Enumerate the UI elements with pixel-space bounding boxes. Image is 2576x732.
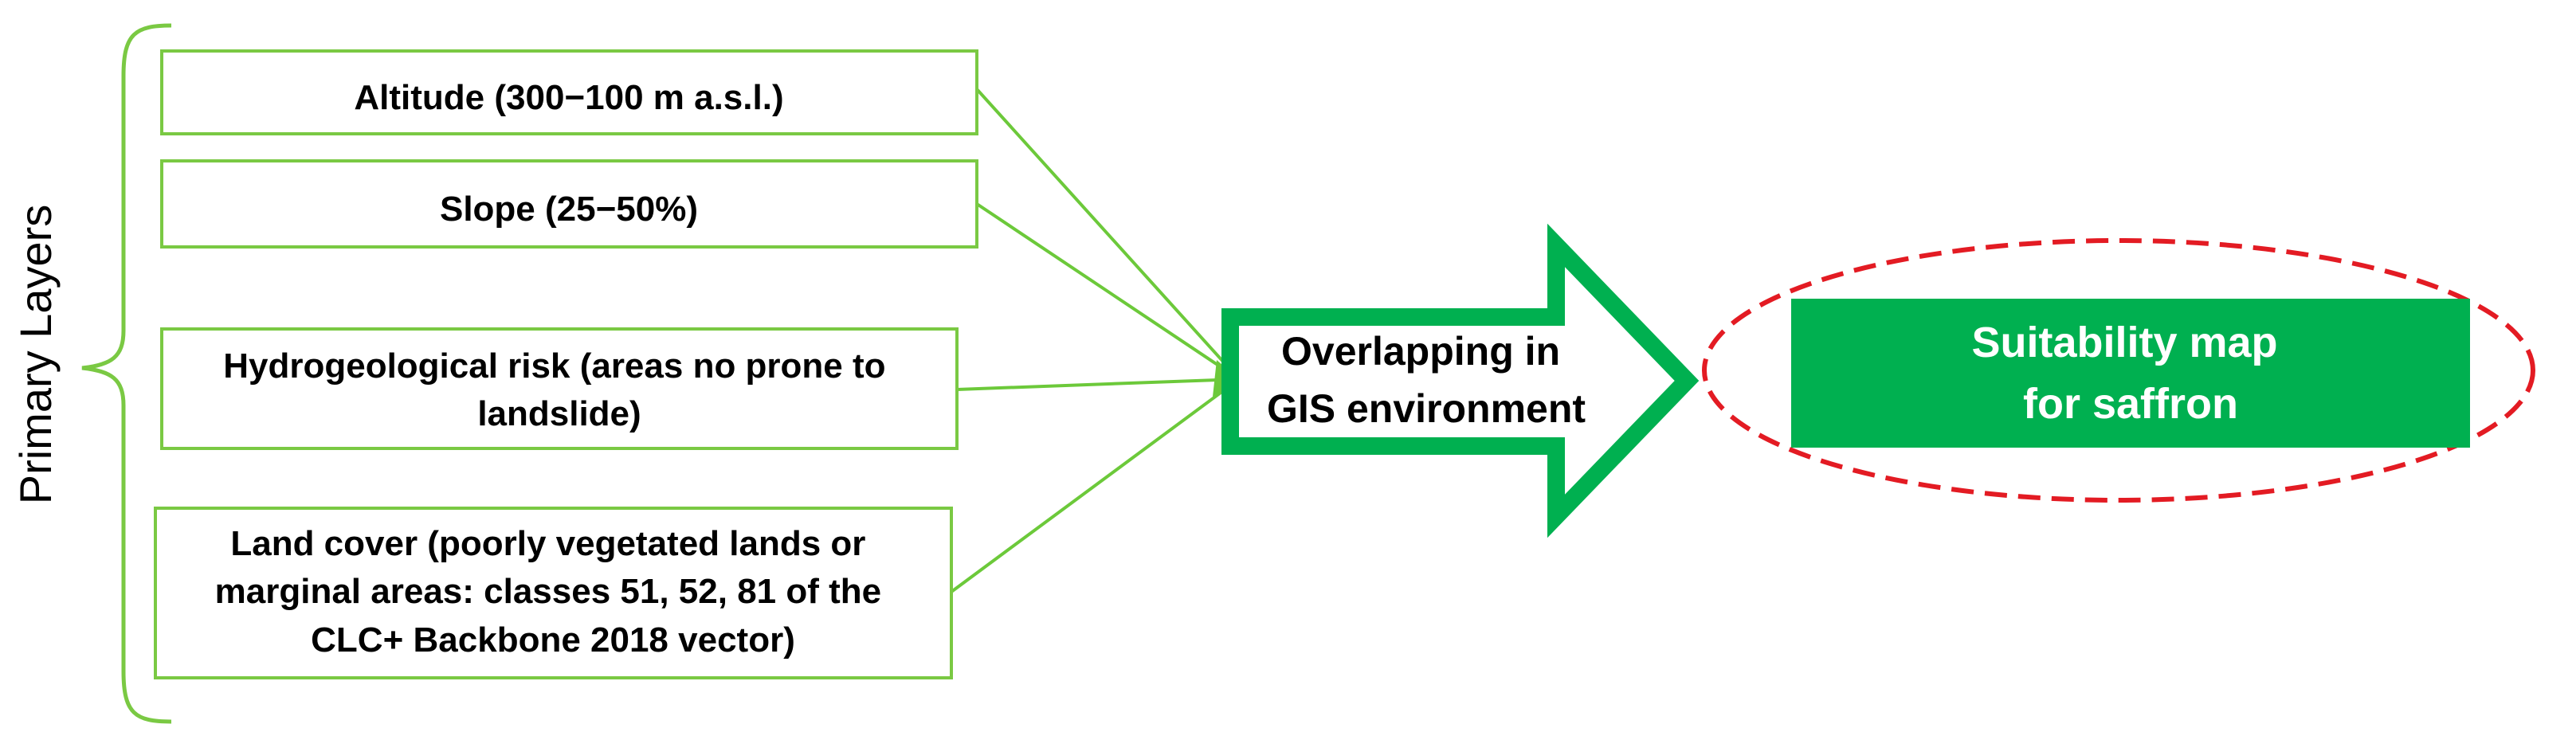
connector-altitude: [975, 88, 1241, 381]
layer-box-land-cover-frame: [154, 507, 953, 679]
layer-box-altitude-text: Altitude (300−100 m a.s.l.): [354, 78, 783, 117]
layer-box-slope-text: Slope (25−50%): [440, 190, 698, 229]
layer-box-land-cover-line-2: marginal areas: classes 51, 52, 81 of th…: [215, 572, 881, 611]
layer-box-hydrogeological-line-1: Hydrogeological risk (areas no prone to: [223, 346, 885, 386]
connector-land-cover: [950, 378, 1241, 593]
layer-box-hydrogeological: Hydrogeological risk (areas no prone to …: [160, 327, 959, 450]
layer-box-altitude: Altitude (300−100 m a.s.l.): [160, 49, 978, 135]
layer-box-land-cover-line-3: CLC+ Backbone 2018 vector): [311, 620, 795, 660]
process-arrow-text: Overlapping in GIS environment: [1267, 329, 1586, 431]
layer-box-land-cover: Land cover (poorly vegetated lands or ma…: [154, 507, 953, 679]
process-line-2: GIS environment: [1267, 386, 1586, 431]
layer-box-land-cover-line-1: Land cover (poorly vegetated lands or: [230, 524, 865, 563]
layer-box-hydrogeological-line-2: landslide): [477, 394, 641, 433]
layer-box-slope-frame: [160, 159, 978, 249]
primary-layers-label: Primary Layers: [10, 205, 61, 505]
process-arrow: Overlapping in GIS environment: [1221, 223, 1700, 538]
left-brace: [81, 23, 172, 724]
result-box-fill: [1791, 299, 2470, 448]
connector-hydrogeological: [956, 378, 1240, 391]
result-line-1: Suitability map: [1971, 319, 2277, 366]
process-arrow-shape: [1221, 223, 1700, 538]
result-box: Suitability map for saffron: [1791, 299, 2470, 448]
layer-box-hydrogeological-frame: [160, 327, 959, 450]
layer-box-hydrogeological-text: Hydrogeological risk (areas no prone to …: [223, 346, 896, 433]
layer-box-altitude-line-1: Altitude (300−100 m a.s.l.): [354, 78, 783, 117]
layer-box-altitude-frame: [160, 49, 978, 135]
process-line-1: Overlapping in: [1281, 329, 1560, 374]
layer-box-slope: Slope (25−50%): [160, 159, 978, 249]
layer-box-slope-line-1: Slope (25−50%): [440, 190, 698, 229]
result-box-text: Suitability map for saffron: [1971, 319, 2289, 428]
connector-slope: [975, 202, 1241, 381]
result-line-2: for saffron: [2023, 380, 2238, 428]
layer-box-land-cover-text: Land cover (poorly vegetated lands or ma…: [215, 524, 892, 660]
result-ellipse: [1702, 238, 2535, 503]
